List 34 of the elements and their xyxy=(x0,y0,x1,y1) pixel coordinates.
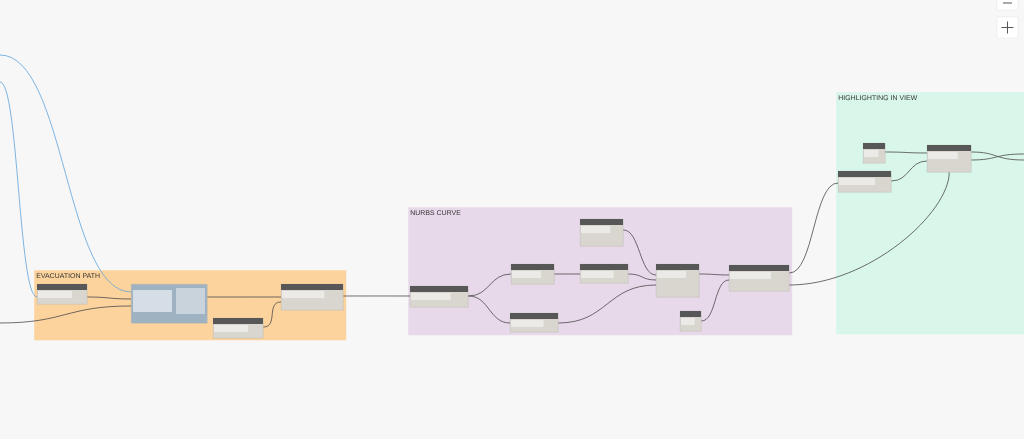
wire xyxy=(701,279,730,322)
program-node xyxy=(656,264,700,298)
program-node xyxy=(680,311,702,332)
wire xyxy=(468,273,512,297)
wire xyxy=(0,305,132,324)
program-node xyxy=(580,264,629,284)
wire xyxy=(263,301,282,328)
wire xyxy=(468,295,511,324)
wire xyxy=(87,296,132,300)
program-node xyxy=(410,286,469,308)
wire xyxy=(0,54,132,293)
wire xyxy=(789,182,839,274)
wire xyxy=(628,273,657,281)
wire xyxy=(623,229,657,276)
program-node xyxy=(131,284,208,324)
wire xyxy=(0,81,38,298)
program-node xyxy=(281,284,344,311)
program-node xyxy=(729,265,790,292)
program-node xyxy=(838,171,892,193)
wire xyxy=(554,273,581,275)
wire xyxy=(885,151,928,154)
wire xyxy=(789,172,950,286)
program-node xyxy=(511,264,555,285)
program-node xyxy=(580,219,624,247)
wire xyxy=(891,160,928,182)
wire xyxy=(207,296,282,298)
wire xyxy=(699,273,730,276)
program-node xyxy=(213,318,264,339)
program-node xyxy=(510,313,559,333)
wire xyxy=(343,295,411,297)
wire xyxy=(558,284,657,324)
program-node xyxy=(927,145,972,173)
program-node xyxy=(863,143,886,164)
program-node xyxy=(37,284,88,305)
